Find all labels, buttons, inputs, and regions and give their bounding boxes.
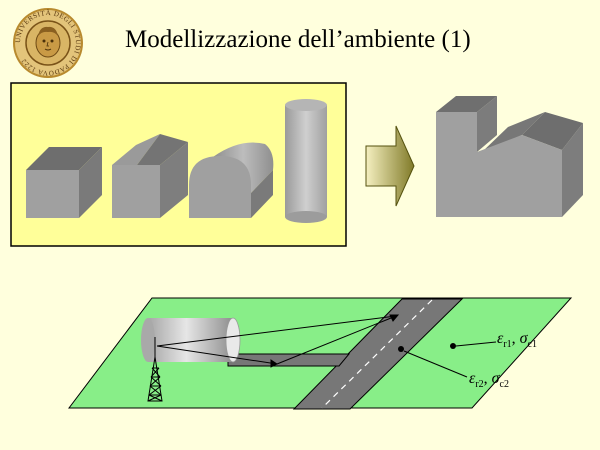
antenna-tower-icon (147, 337, 163, 402)
road-point-2 (398, 346, 404, 352)
composite-building (436, 96, 583, 217)
cylinder-building (141, 317, 241, 363)
ground-point-1 (450, 343, 456, 349)
ground-plane (67, 297, 573, 409)
cylinder-primitive (285, 99, 327, 223)
rounded-roof-primitive (189, 142, 274, 218)
box-primitive (26, 147, 102, 218)
slide-title: Modellizzazione dell’ambiente (1) (125, 26, 471, 53)
gable-roof-primitive (112, 134, 188, 218)
primitives-panel (10, 82, 347, 247)
road (227, 298, 464, 410)
eps2-sigma2-label: εr2, σc2 (469, 370, 509, 390)
university-seal-logo: UNIVERSITÀ DEGLI STUDI DI PADOVA 1222 (13, 8, 83, 78)
right-arrow-icon (365, 125, 415, 207)
ray-paths (156, 314, 400, 368)
eps1-sigma1-label: εr1, σc1 (497, 330, 537, 350)
